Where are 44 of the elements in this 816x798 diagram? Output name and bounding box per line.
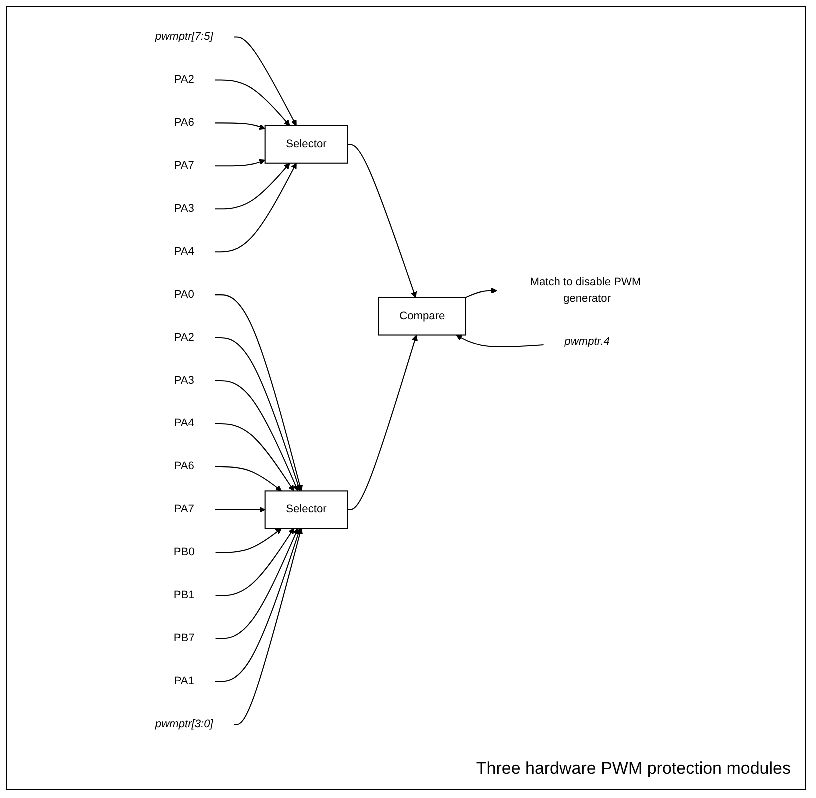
arrow bbox=[215, 163, 297, 253]
arrow bbox=[456, 334, 544, 348]
arrow bbox=[234, 36, 297, 126]
arrow bbox=[465, 288, 498, 298]
node-text: PA6 bbox=[174, 116, 194, 129]
node-text: pwmptr[3:0] bbox=[155, 718, 214, 730]
node-text: PA7 bbox=[174, 160, 194, 172]
node-text: PB0 bbox=[174, 546, 195, 558]
arrow bbox=[215, 159, 266, 167]
note-text: Three hardware PWM protection modules bbox=[475, 759, 791, 779]
node-text: PA2 bbox=[174, 74, 194, 86]
node-text: pwmptr[7:5] bbox=[155, 31, 214, 43]
arrow bbox=[216, 528, 282, 554]
arrow bbox=[215, 380, 299, 492]
arrow bbox=[215, 163, 290, 210]
arrow bbox=[215, 80, 290, 126]
arrow bbox=[215, 294, 304, 492]
node-text: PA6 bbox=[174, 460, 194, 472]
node-text: PA3 bbox=[174, 202, 194, 215]
node-box: Selector bbox=[264, 490, 348, 530]
arrow bbox=[215, 122, 266, 130]
node-box: Compare bbox=[378, 297, 466, 336]
arrow bbox=[216, 528, 294, 596]
node-text: PB1 bbox=[174, 590, 195, 602]
arrow bbox=[216, 528, 299, 640]
arrow bbox=[215, 338, 302, 492]
arrow bbox=[215, 506, 266, 513]
node-text: PA7 bbox=[174, 504, 194, 516]
node-text: PA0 bbox=[174, 288, 194, 301]
node-text: PA4 bbox=[174, 246, 194, 258]
node-text: PA1 bbox=[174, 676, 194, 688]
node-text: PA2 bbox=[174, 332, 194, 344]
arrow bbox=[215, 423, 294, 492]
arrow bbox=[348, 334, 418, 510]
node-text: pwmptr.4 bbox=[564, 336, 610, 348]
arrow bbox=[215, 466, 282, 492]
node-box: Selector bbox=[264, 125, 348, 164]
node-text: Match to disable PWM generator bbox=[530, 276, 642, 305]
node-text: PB7 bbox=[174, 632, 195, 644]
arrow bbox=[215, 528, 302, 682]
node-text: PA4 bbox=[174, 418, 194, 430]
node-text: PA3 bbox=[174, 374, 194, 387]
arrow bbox=[348, 144, 418, 298]
arrow bbox=[234, 528, 304, 726]
